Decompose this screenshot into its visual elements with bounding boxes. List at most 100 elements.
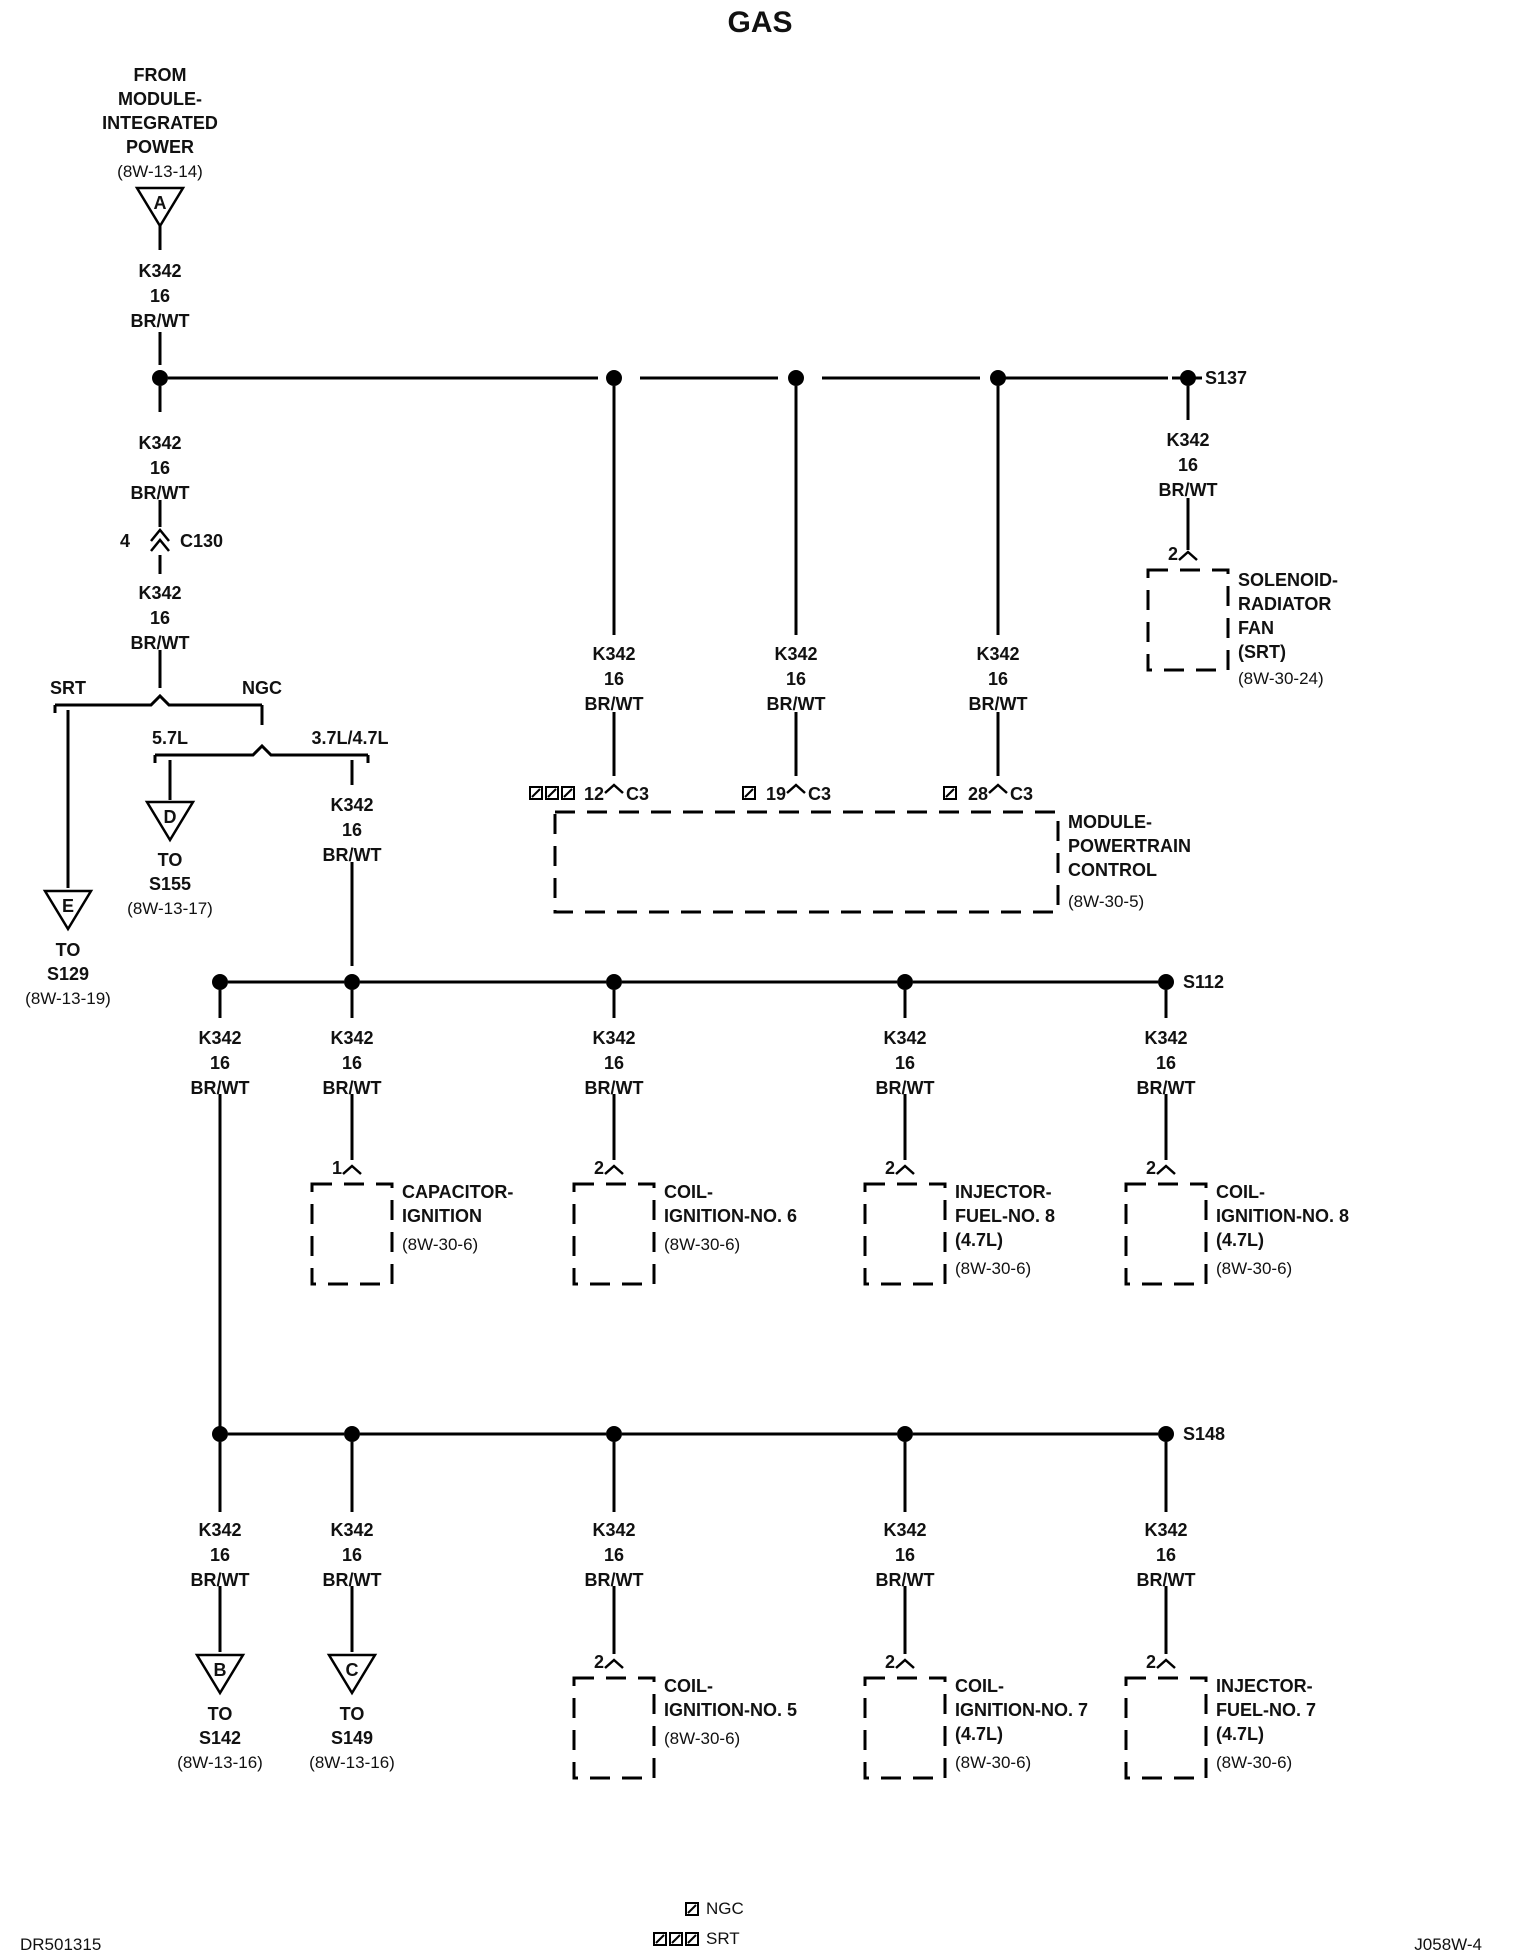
wire-gauge: 16 xyxy=(604,669,624,689)
splice-node xyxy=(606,370,622,386)
option-3-7l-4-7l: 3.7L/4.7L xyxy=(311,728,388,748)
component-label: FUEL-NO. 7 xyxy=(1216,1700,1316,1720)
pcm-outline xyxy=(553,810,1060,914)
component-label: (4.7L) xyxy=(955,1724,1003,1744)
component-label: COIL- xyxy=(664,1676,713,1696)
pcm-label: MODULE- xyxy=(1068,812,1152,832)
component-ref: (8W-30-6) xyxy=(664,1235,740,1254)
offpage-connector-e xyxy=(42,889,94,932)
component-label: COIL- xyxy=(955,1676,1004,1696)
offpage-letter: E xyxy=(62,896,74,916)
pin-terminal xyxy=(604,783,624,794)
component-label: COIL- xyxy=(1216,1182,1265,1202)
splice-s137 xyxy=(1180,370,1196,386)
wire-circuit: K342 xyxy=(976,644,1019,664)
wire-circuit: K342 xyxy=(883,1520,926,1540)
component-ref: (8W-30-6) xyxy=(402,1235,478,1254)
wire-gauge: 16 xyxy=(1156,1545,1176,1565)
offpage-to: TO xyxy=(208,1704,233,1724)
pin-terminal xyxy=(1156,1658,1176,1669)
source-ref: (8W-13-14) xyxy=(117,162,203,181)
pcm-connector: C3 xyxy=(808,784,831,804)
wire-color: BR/WT xyxy=(323,845,382,865)
component-outline xyxy=(572,1676,656,1780)
pcm-label: CONTROL xyxy=(1068,860,1157,880)
wire-color: BR/WT xyxy=(323,1570,382,1590)
offpage-connector-b xyxy=(194,1653,246,1696)
pcm-connector: C3 xyxy=(1010,784,1033,804)
splice-node xyxy=(606,974,622,990)
component-pin: 2 xyxy=(1146,1158,1156,1178)
srt-note-box xyxy=(547,788,557,798)
pcm-pin: 12 xyxy=(584,784,604,804)
wire-gauge: 16 xyxy=(342,1545,362,1565)
wire-color: BR/WT xyxy=(131,633,190,653)
wire-gauge: 16 xyxy=(210,1053,230,1073)
offpage-ref: (8W-13-16) xyxy=(177,1753,263,1772)
fan-pin xyxy=(1178,550,1198,561)
component-label: INJECTOR- xyxy=(955,1182,1052,1202)
wire-gauge: 16 xyxy=(150,286,170,306)
component-outline xyxy=(1124,1676,1208,1780)
splice-node xyxy=(897,1426,913,1442)
wire-circuit: K342 xyxy=(1144,1028,1187,1048)
legend-srt-box xyxy=(687,1934,697,1944)
component-label: INJECTOR- xyxy=(1216,1676,1313,1696)
pcm-connector: C3 xyxy=(626,784,649,804)
offpage-splice: S142 xyxy=(199,1728,241,1748)
component-label: IGNITION-NO. 8 xyxy=(1216,1206,1349,1226)
wire-circuit: K342 xyxy=(198,1028,241,1048)
splice-label-s137: S137 xyxy=(1205,368,1247,388)
wire-color: BR/WT xyxy=(876,1078,935,1098)
wire-gauge: 16 xyxy=(342,1053,362,1073)
option-split-bar xyxy=(55,693,262,707)
splice-node xyxy=(212,974,228,990)
component-pin: 2 xyxy=(594,1652,604,1672)
component-ref: (8W-30-6) xyxy=(664,1729,740,1748)
ngc-note-box xyxy=(744,788,754,798)
offpage-letter: C xyxy=(346,1660,359,1680)
wire-gauge: 16 xyxy=(150,458,170,478)
component-pin: 1 xyxy=(332,1158,342,1178)
offpage-ref: (8W-13-19) xyxy=(25,989,111,1008)
wire-gauge: 16 xyxy=(1178,455,1198,475)
source-connector-a xyxy=(134,186,186,229)
offpage-ref: (8W-13-16) xyxy=(309,1753,395,1772)
option-5-7l: 5.7L xyxy=(152,728,188,748)
pin-terminal xyxy=(786,783,806,794)
fan-outline xyxy=(1146,568,1230,672)
offpage-letter: B xyxy=(214,1660,227,1680)
ngc-note-box xyxy=(945,788,955,798)
wire-color: BR/WT xyxy=(191,1570,250,1590)
fan-label: (SRT) xyxy=(1238,642,1286,662)
fan-label: FAN xyxy=(1238,618,1274,638)
splice-node xyxy=(344,974,360,990)
component-label: IGNITION-NO. 6 xyxy=(664,1206,797,1226)
offpage-splice: S155 xyxy=(149,874,191,894)
component-pin: 2 xyxy=(594,1158,604,1178)
inline-connector-c130 xyxy=(150,528,170,542)
splice-label-s112: S112 xyxy=(1183,972,1224,992)
offpage-to: TO xyxy=(56,940,81,960)
splice-s112 xyxy=(1158,974,1174,990)
source-label: INTEGRATED xyxy=(102,113,218,133)
pin-terminal xyxy=(895,1164,915,1175)
wire-circuit: K342 xyxy=(592,1520,635,1540)
splice-node xyxy=(606,1426,622,1442)
wire-circuit: K342 xyxy=(138,433,181,453)
wire-circuit: K342 xyxy=(1144,1520,1187,1540)
offpage-letter: D xyxy=(164,807,177,827)
wire-gauge: 16 xyxy=(786,669,806,689)
component-label: (4.7L) xyxy=(955,1230,1003,1250)
wire-circuit: K342 xyxy=(1166,430,1209,450)
pin-terminal xyxy=(1156,1164,1176,1175)
component-label: COIL- xyxy=(664,1182,713,1202)
wire-circuit: K342 xyxy=(330,1520,373,1540)
legend-ngc-box xyxy=(687,1904,697,1914)
wire-circuit: K342 xyxy=(774,644,817,664)
offpage-splice: S129 xyxy=(47,964,89,984)
legend-srt-box xyxy=(655,1934,665,1944)
wire-color: BR/WT xyxy=(323,1078,382,1098)
pin-terminal xyxy=(895,1658,915,1669)
